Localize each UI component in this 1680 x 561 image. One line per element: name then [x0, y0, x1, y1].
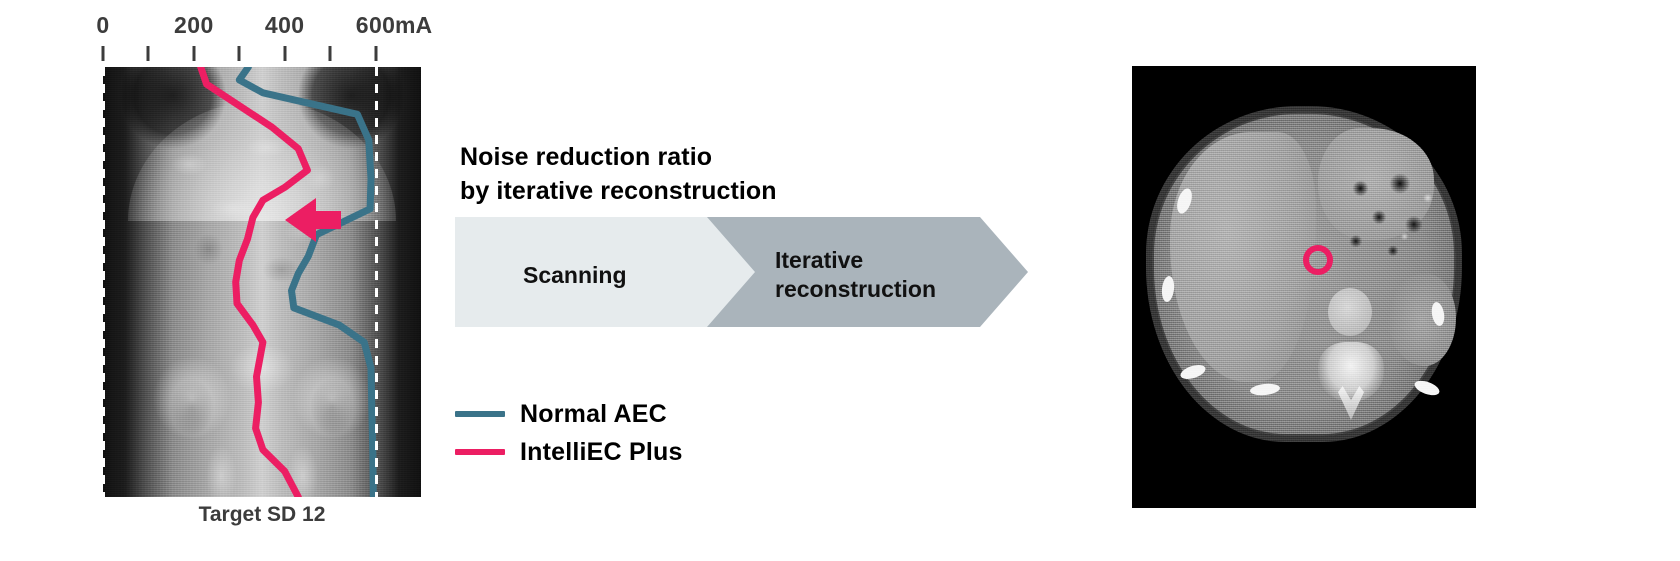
legend-item-label: IntelliEC Plus: [520, 437, 683, 466]
legend-color-swatch: [455, 411, 505, 417]
ct-body-wall: [1146, 106, 1462, 442]
chart-legend: Normal AEC IntelliEC Plus: [455, 396, 785, 472]
workflow-banner: Scanning Iterative reconstruction: [455, 217, 1035, 327]
scout-pelvic-bones: [115, 347, 409, 497]
axis-tick: [374, 46, 378, 61]
axis-tick-label: 200: [174, 12, 214, 38]
ct-liver: [1170, 132, 1316, 382]
axis-tick: [237, 46, 241, 61]
reference-guide-line: [374, 67, 378, 497]
axis-tick: [328, 46, 332, 61]
scout-image: [103, 67, 421, 497]
ma-curves: [197, 67, 377, 497]
axis-tick-label: 400: [264, 12, 305, 38]
scout-overlay: [103, 67, 421, 497]
scout-bowel-gas: [141, 127, 383, 297]
legend-item-label: Normal AEC: [520, 399, 667, 428]
axis-unit-label: mA: [395, 12, 433, 38]
ma-curve-intelliec-plus: [197, 67, 311, 497]
axis-tick: [101, 46, 105, 61]
ma-axis: mA 0 200 400 600: [96, 12, 443, 64]
ma-reduction-arrow-icon: [285, 198, 341, 242]
ct-vertebral-body: [1318, 342, 1384, 402]
legend-color-swatch: [455, 449, 505, 455]
axis-tick-label: 600: [355, 12, 396, 38]
axis-tick: [146, 46, 150, 61]
ct-bowel-gas: [1328, 162, 1444, 282]
axis-tick: [283, 46, 287, 61]
ct-kidney: [1388, 274, 1456, 366]
scout-caption: Target SD 12: [198, 503, 326, 526]
ma-curve-normal-aec: [235, 67, 377, 497]
scanning-stage-shape: [455, 217, 765, 327]
axis-tick-label: 0: [96, 12, 110, 38]
legend-item[interactable]: IntelliEC Plus: [455, 434, 785, 470]
ct-aorta: [1328, 288, 1372, 336]
ct-image-grain: [1132, 66, 1476, 508]
iterative-reconstruction-stage-shape: [707, 217, 1028, 327]
reference-guide-line: [103, 67, 105, 497]
iterative-reconstruction-stage-label: Iterative reconstruction: [775, 247, 937, 302]
workflow-arrow-shapes: [455, 217, 1028, 327]
center-panel: Noise reduction ratio by iterative recon…: [455, 0, 1055, 561]
axis-tick: [192, 46, 196, 61]
page-title: Noise reduction ratio by iterative recon…: [460, 143, 777, 205]
legend-item[interactable]: Normal AEC: [455, 396, 785, 432]
scout-panel: mA 0 200 400 600 Target SD 12: [0, 0, 460, 561]
scanning-stage-label: Scanning: [523, 262, 627, 288]
roi-circle-marker: [1303, 245, 1333, 275]
ct-axial-image: [1132, 66, 1476, 508]
